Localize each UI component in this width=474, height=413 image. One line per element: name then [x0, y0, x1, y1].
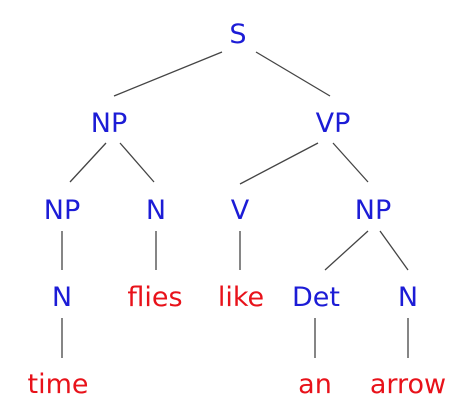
tree-edges — [61, 51, 409, 358]
node-det: Det — [292, 282, 340, 313]
node-np-subject: NP — [91, 108, 127, 139]
edge-vp-np — [332, 142, 369, 183]
edge-s-vp — [255, 51, 331, 97]
leaf-arrow: arrow — [370, 369, 446, 400]
edge-np-n-arrow — [379, 230, 409, 271]
node-vp: VP — [316, 108, 351, 139]
edge-np-det — [324, 230, 369, 271]
edge-vp-v — [239, 142, 319, 185]
node-n-flies: N — [146, 195, 166, 226]
tree-nodes: S NP VP NP N V NP N Det N — [44, 19, 418, 313]
leaf-time: time — [27, 369, 88, 400]
node-s: S — [229, 19, 246, 50]
leaf-flies: flies — [127, 282, 182, 313]
node-n-time: N — [52, 282, 72, 313]
tree-leaves: time flies like an arrow — [27, 282, 446, 400]
node-np-inner: NP — [44, 195, 80, 226]
edge-np-np — [69, 142, 107, 183]
edge-np-n — [119, 142, 155, 183]
node-np-object: NP — [355, 195, 391, 226]
leaf-an: an — [298, 369, 332, 400]
leaf-like: like — [218, 282, 264, 313]
node-n-arrow: N — [398, 282, 418, 313]
edge-s-np — [113, 51, 223, 97]
node-v: V — [231, 195, 250, 226]
